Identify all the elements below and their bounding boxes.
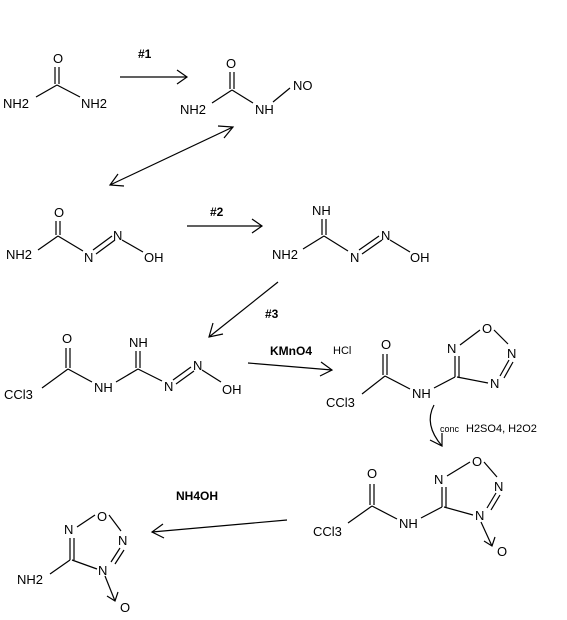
amidine-oh: OH (410, 250, 430, 265)
product-ring-n-left: N (64, 522, 73, 537)
nitrosourea-oxygen: O (226, 56, 236, 71)
ccl3-group-7: CCl3 (313, 524, 342, 539)
amide-oxygen: O (54, 205, 64, 220)
imine-nh-5: NH (129, 335, 148, 350)
ring-n-bottom-6: N (490, 376, 499, 391)
arrow-step-3: #3 (208, 281, 279, 338)
reagent-conc: conc (440, 424, 460, 434)
amide-nh2: NH2 (6, 247, 32, 262)
arrow-step-1: #1 (120, 47, 189, 85)
product-nh2: NH2 (17, 572, 43, 587)
ring-n-right-7: N (494, 479, 503, 494)
nitrosourea-nh2: NH2 (180, 102, 206, 117)
urea-nh2-right: NH2 (81, 96, 107, 111)
urea-nh2-left: NH2 (3, 96, 29, 111)
oh-5: OH (222, 382, 242, 397)
arrow-step-2: #2 (187, 205, 264, 234)
amidine-azo-n1: N (350, 250, 359, 265)
amide-azo-n2: N (113, 228, 122, 243)
n-oxide-oxygen-7: O (497, 544, 507, 559)
amidine-azo-n2: N (381, 228, 390, 243)
acyl-nh-6: NH (412, 386, 431, 401)
product-n-oxide-oxygen: O (120, 600, 130, 615)
reagent-hcl: HCl (333, 345, 351, 357)
reagent-h2so4-h2o2: H2SO4, H2O2 (466, 423, 537, 435)
nitrosourea-molecule: NH2 O NH NO (180, 56, 313, 117)
amide-azo-n1: N (84, 250, 93, 265)
azo-n2-5: N (193, 358, 202, 373)
aminofurazan-n-oxide-molecule: NH2 N O N N O (17, 509, 130, 615)
step-3-label: #3 (265, 307, 279, 321)
product-ring-n-right: N (118, 533, 127, 548)
hydroxyazo-amide-molecule: NH2 O N N OH (6, 205, 164, 265)
acyl-nh-7: NH (399, 516, 418, 531)
amide-oh: OH (144, 250, 164, 265)
equilibrium-arrow (108, 125, 235, 187)
nitrosourea-no: NO (293, 78, 313, 93)
ring-oxygen-7: O (472, 454, 482, 469)
amidine-nh: NH (312, 203, 331, 218)
urea-bond-left (35, 84, 58, 98)
acyl-oxygen-7: O (367, 466, 377, 481)
arrow-deacylation: NH4OH (150, 489, 288, 539)
acyl-nh-5: NH (94, 380, 113, 395)
urea-molecule: NH2 O NH2 (3, 51, 107, 111)
ccl3-group-5: CCl3 (4, 387, 33, 402)
furazan-n-oxide-amide-molecule: CCl3 O NH N O N N O (313, 454, 507, 559)
ring-n-right-6: N (507, 346, 516, 361)
amidine-hydroxyazo-molecule: NH NH2 N N OH (272, 203, 430, 265)
ring-oxygen-6: O (482, 321, 492, 336)
arrow-n-oxidation: conc H2SO4, H2O2 (429, 404, 537, 447)
ring-n-left-6: N (447, 341, 456, 356)
acyl-oxygen-5: O (62, 331, 72, 346)
amidine-nh2: NH2 (272, 247, 298, 262)
product-ring-oxygen: O (97, 509, 107, 524)
reagent-nh4oh: NH4OH (176, 489, 218, 503)
step-2-label: #2 (210, 205, 224, 219)
urea-oxygen: O (53, 51, 63, 66)
acyl-oxygen-6: O (381, 337, 391, 352)
furazan-amide-molecule: CCl3 O NH N O N N (326, 321, 516, 410)
urea-bond-right (56, 84, 81, 98)
ccl3-group-6: CCl3 (326, 395, 355, 410)
trichloroacetyl-amidine-molecule: CCl3 O NH NH N N OH (4, 331, 242, 402)
step-1-label: #1 (138, 47, 152, 61)
product-ring-n-bottom: N (98, 563, 107, 578)
reagent-kmno4: KMnO4 (270, 344, 312, 358)
nitrosourea-nh: NH (255, 102, 274, 117)
ring-n-left-7: N (434, 472, 443, 487)
arrow-oxidation: KMnO4 HCl (247, 344, 351, 377)
ring-n-bottom-7: N (475, 508, 484, 523)
azo-n1-5: N (164, 379, 173, 394)
